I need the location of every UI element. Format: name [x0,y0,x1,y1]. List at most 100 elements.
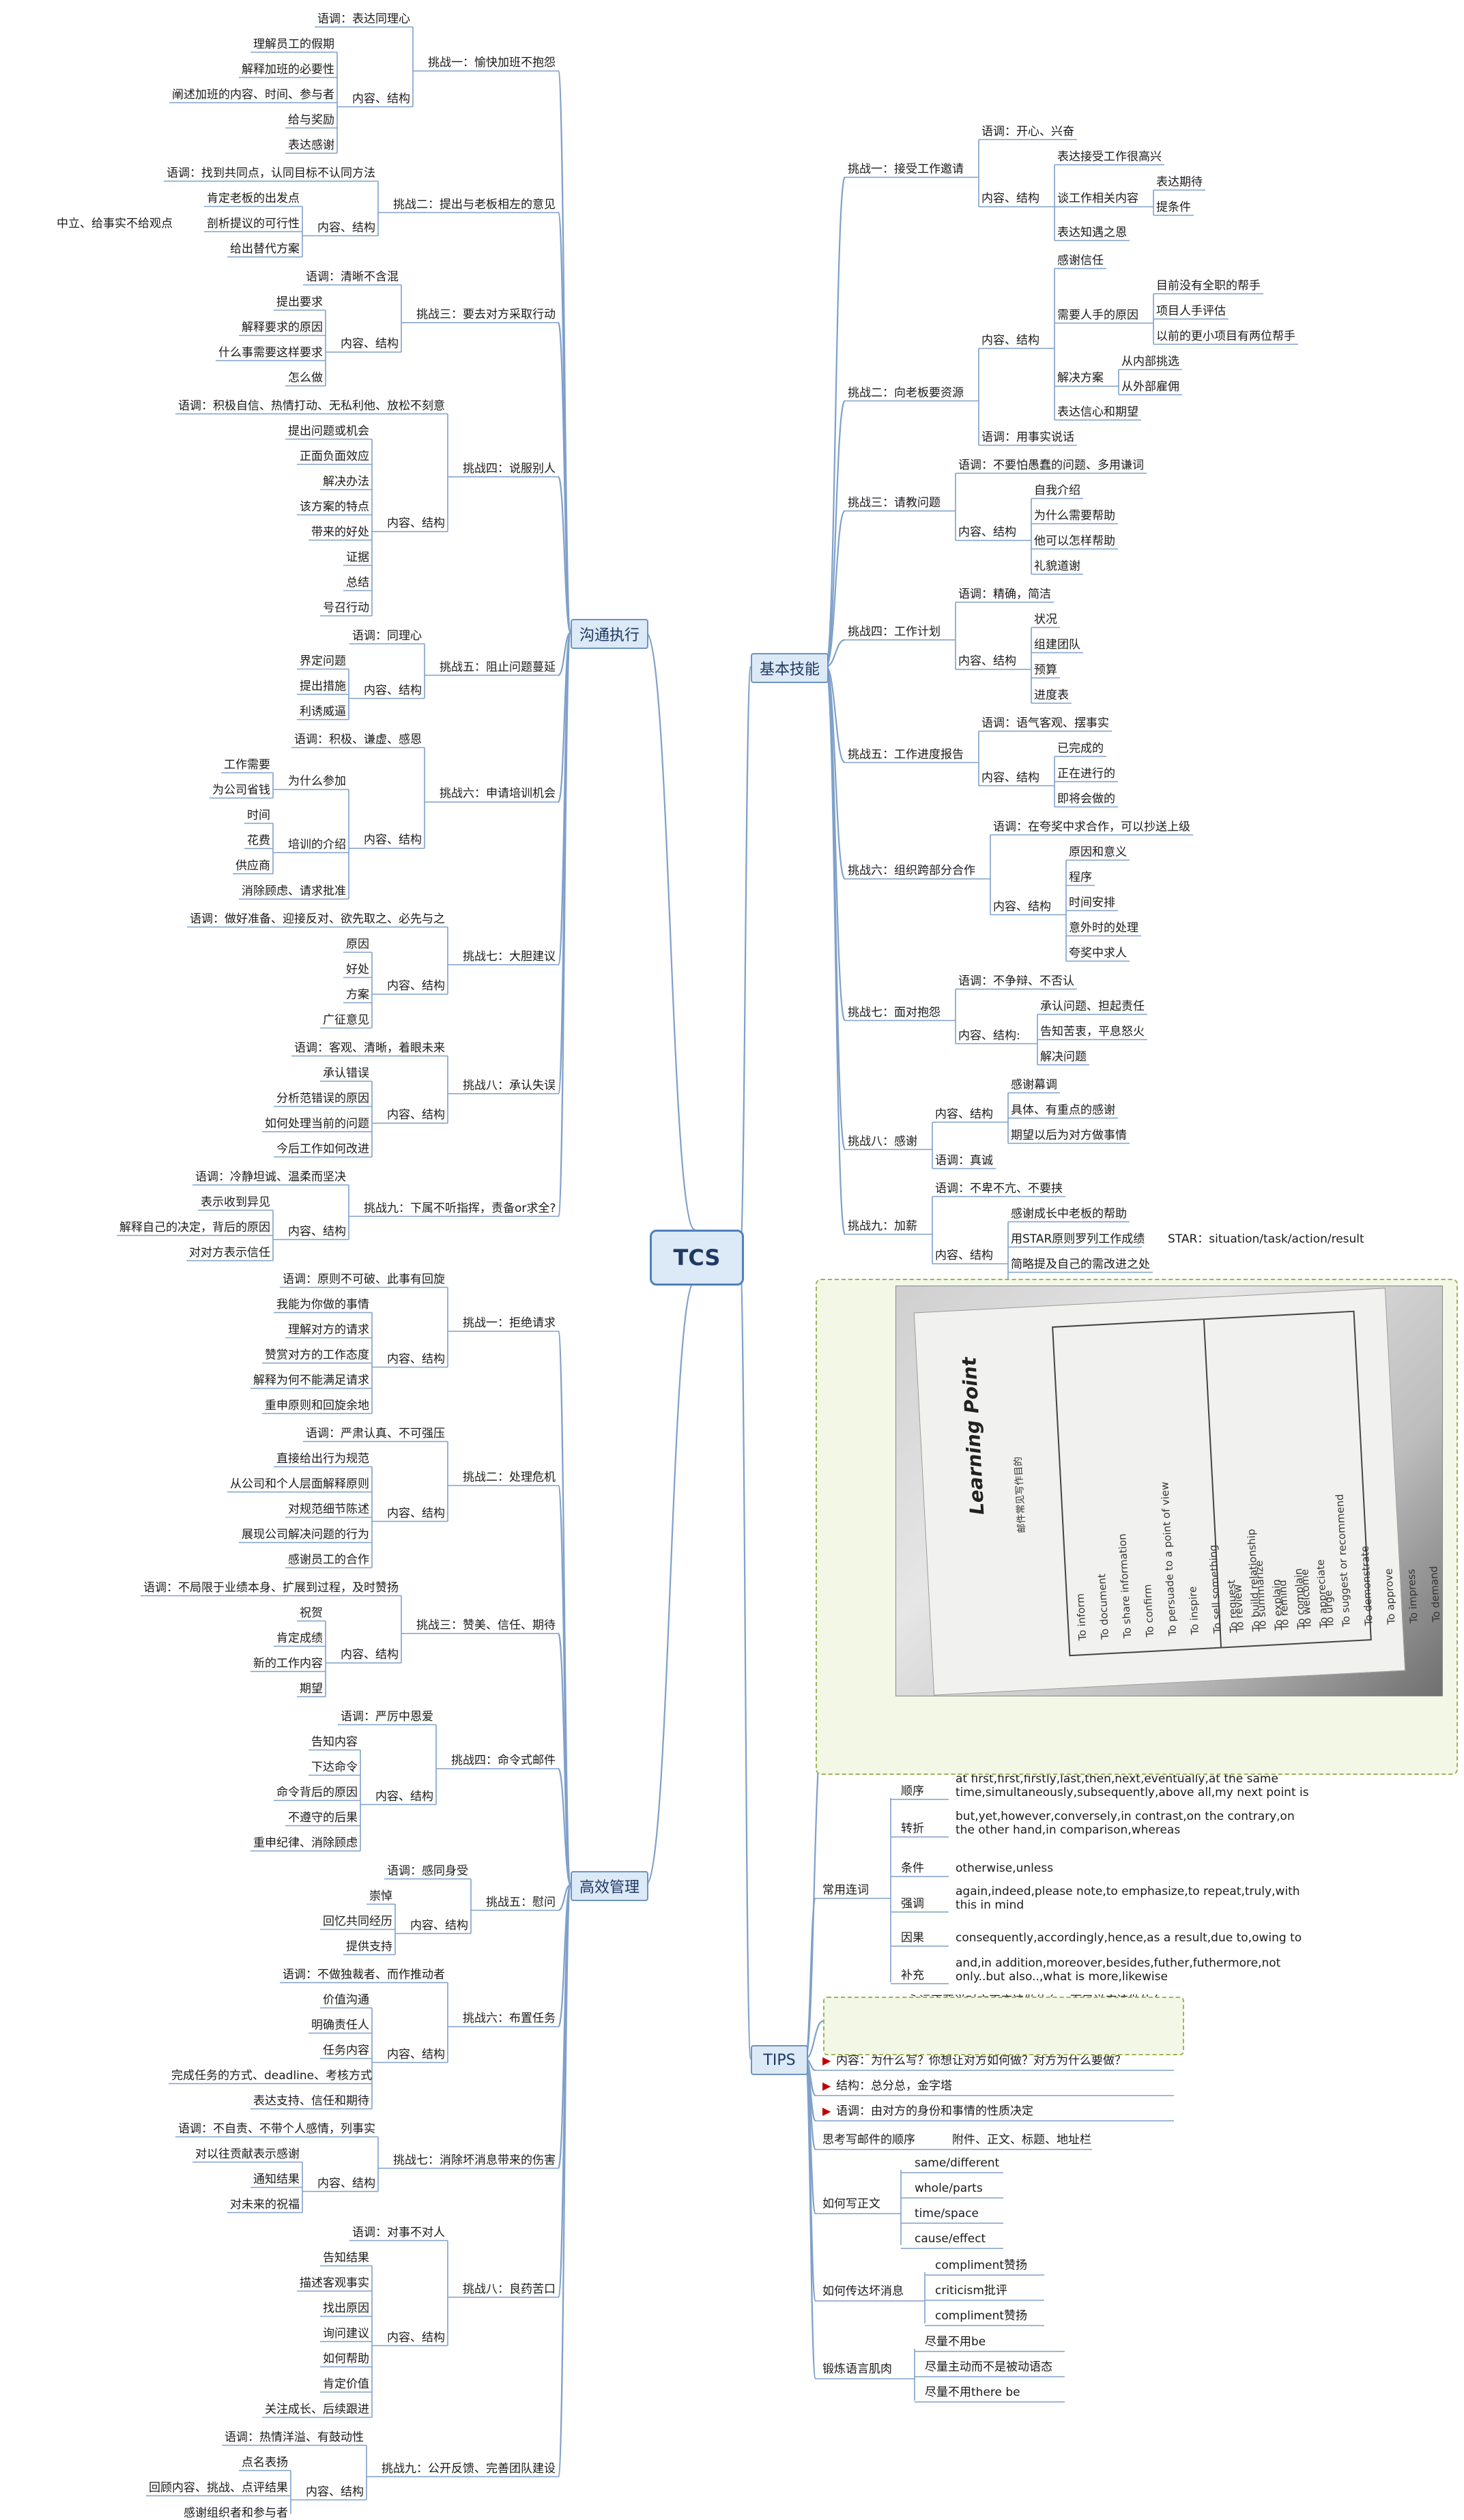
mgmt-challenge-4-2-5[interactable]: 重申纪律、消除顾虑 [253,1836,358,1850]
mgmt-challenge-8-2-5[interactable]: 如何帮助 [323,2351,369,2366]
tips-conn-key-4[interactable]: 强调 [901,1897,924,1911]
branch-communication[interactable]: 沟通执行 [571,619,648,649]
mgmt-challenge-6-2[interactable]: 内容、结构 [387,2047,445,2061]
comm-challenge-8-2-1[interactable]: 承认错误 [323,1066,369,1080]
skill-challenge-9-2-3[interactable]: 简略提及自己的需改进之处 [1011,1257,1150,1271]
skill-challenge-8-1-3[interactable]: 期望以后为对方做事情 [1011,1128,1127,1142]
comm-challenge-4[interactable]: 挑战四：说服别人 [463,461,556,476]
mgmt-challenge-4-2[interactable]: 内容、结构 [375,1789,433,1804]
comm-challenge-4-2-2[interactable]: 正面负面效应 [300,449,369,463]
comm-challenge-4-2-6[interactable]: 证据 [346,550,369,564]
mgmt-challenge-8[interactable]: 挑战八：良药苦口 [463,2282,556,2296]
skill-challenge-2-1-4[interactable]: 表达信心和期望 [1057,405,1138,419]
comm-challenge-1-2-1[interactable]: 理解员工的假期 [253,37,334,51]
mgmt-challenge-6-1[interactable]: 语调：不做独裁者、而作推动者 [283,1967,445,1982]
tips-structure[interactable]: 结构：总分总，金字塔 [836,2079,952,2093]
mgmt-challenge-8-2-7[interactable]: 关注成长、后续跟进 [265,2402,369,2416]
skill-challenge-2-1-2-1[interactable]: 目前没有全职的帮手 [1156,278,1261,293]
tips-conn-key-3[interactable]: 条件 [901,1862,924,1875]
skill-challenge-1-1[interactable]: 语调：开心、兴奋 [981,124,1074,139]
skill-challenge-1-2-2[interactable]: 谈工作相关内容 [1057,192,1138,205]
skill-challenge-3-2-1[interactable]: 自我介绍 [1034,483,1080,497]
skill-challenge-2-1-2[interactable]: 需要人手的原因 [1057,308,1138,322]
comm-challenge-3[interactable]: 挑战三：要去对方采取行动 [416,307,556,321]
mgmt-challenge-1-2-1[interactable]: 我能为你做的事情 [276,1297,369,1312]
comm-challenge-4-2-8[interactable]: 号召行动 [323,600,369,615]
tips-bad-item-2[interactable]: criticism批评 [935,2284,1007,2298]
mgmt-challenge-8-2-2[interactable]: 描述客观事实 [300,2276,369,2290]
skill-challenge-7-2-3[interactable]: 解决问题 [1040,1049,1087,1064]
comm-challenge-8-2-2[interactable]: 分析范错误的原因 [276,1091,369,1105]
mgmt-challenge-8-2-3[interactable]: 找出原因 [323,2301,369,2315]
skill-challenge-2-1-3-1[interactable]: 从内部挑选 [1121,354,1179,368]
comm-challenge-6-1[interactable]: 语调：积极、谦虚、感恩 [294,732,422,747]
skill-challenge-3-2-4[interactable]: 礼貌道谢 [1034,559,1080,573]
tips-paragraph[interactable]: 如何写正文 [822,2197,880,2211]
comm-challenge-7-2[interactable]: 内容、结构 [387,979,445,993]
mgmt-challenge-4-2-4[interactable]: 不遵守的后果 [288,1810,358,1825]
branch-tips[interactable]: TIPS [751,2045,808,2075]
comm-challenge-1-2-3[interactable]: 阐述加班的内容、时间、参与者 [172,87,334,102]
skill-challenge-5-2-3[interactable]: 即将会做的 [1057,792,1115,806]
mgmt-challenge-5-2[interactable]: 内容、结构 [410,1918,468,1932]
comm-challenge-3-2-3[interactable]: 什么事需要这样要求 [218,345,323,360]
mgmt-challenge-6-2-3[interactable]: 任务内容 [323,2043,369,2057]
skill-challenge-6-2-3[interactable]: 时间安排 [1069,895,1115,910]
central-topic[interactable]: TCS [650,1230,744,1286]
skill-challenge-1-2-3[interactable]: 表达知遇之恩 [1057,225,1127,240]
comm-challenge-9-2-3[interactable]: 对对方表示信任 [189,1245,270,1260]
mgmt-challenge-2-2[interactable]: 内容、结构 [387,1506,445,1520]
skill-challenge-6-1[interactable]: 语调：在夸奖中求合作，可以抄送上级 [993,820,1190,834]
comm-challenge-7[interactable]: 挑战七：大胆建议 [463,949,556,964]
tips-conn-value-1[interactable]: at first,first,firstly,last,then,next,ev… [956,1772,1309,1799]
mgmt-challenge-2-2-3[interactable]: 对规范细节陈述 [288,1502,369,1516]
mgmt-challenge-3[interactable]: 挑战三：赞美、信任、期待 [416,1618,556,1632]
tips-conn-value-3[interactable]: otherwise,unless [956,1862,1054,1875]
comm-challenge-2-2-3[interactable]: 给出替代方案 [230,242,300,256]
skill-challenge-8-1[interactable]: 内容、结构 [935,1107,993,1121]
comm-challenge-1-2-5[interactable]: 表达感谢 [288,138,334,152]
mgmt-challenge-3-1[interactable]: 语调：不局限于业绩本身、扩展到过程，及时赞扬 [143,1580,399,1595]
comm-challenge-1-2-4[interactable]: 给与奖励 [288,113,334,127]
comm-challenge-4-1[interactable]: 语调：积极自信、热情打动、无私利他、放松不刻意 [178,399,445,413]
tips-conn-value-2[interactable]: but,yet,however,conversely,in contrast,o… [956,1810,1295,1837]
comm-challenge-6-2-2-3[interactable]: 供应商 [235,858,270,873]
skill-challenge-4[interactable]: 挑战四：工作计划 [848,624,941,639]
comm-challenge-9-2-2[interactable]: 解释自己的决定，背后的原因 [119,1220,270,1234]
mgmt-challenge-4[interactable]: 挑战四：命令式邮件 [451,1754,556,1767]
comm-challenge-7-1[interactable]: 语调：做好准备、迎接反对、欲先取之、必先与之 [190,912,445,926]
comm-challenge-3-2[interactable]: 内容、结构 [341,337,399,351]
skill-challenge-9-2-1[interactable]: 感谢成长中老板的帮助 [1011,1206,1127,1221]
tips-tone[interactable]: 语调：由对方的身份和事情的性质决定 [836,2104,1033,2118]
skill-challenge-2-1-3-2[interactable]: 从外部雇佣 [1121,379,1179,394]
mgmt-challenge-1-2[interactable]: 内容、结构 [387,1352,445,1366]
mgmt-challenge-7-1[interactable]: 语调：不自责、不带个人感情，列事实 [178,2121,375,2136]
tips-connectors[interactable]: 常用连词 [822,1883,869,1897]
mgmt-challenge-7-2-1[interactable]: 对以往贡献表示感谢 [195,2147,300,2161]
skill-challenge-2-1-3[interactable]: 解决方案 [1057,371,1104,385]
comm-challenge-6-2[interactable]: 内容、结构 [364,833,422,848]
mgmt-challenge-7-2-2[interactable]: 通知结果 [253,2172,300,2186]
mgmt-challenge-8-2-4[interactable]: 询问建议 [323,2326,369,2341]
mgmt-challenge-5-2-1[interactable]: 崇悼 [369,1889,392,1903]
tips-muscle-item-1[interactable]: 尽量不用be [925,2335,986,2349]
skill-challenge-9-2-2-note[interactable]: STAR：situation/task/action/result [1168,1232,1364,1246]
mgmt-challenge-2-2-4[interactable]: 展现公司解决问题的行为 [242,1527,369,1541]
comm-challenge-5-1[interactable]: 语调：同理心 [352,628,422,643]
skill-challenge-6-2[interactable]: 内容、结构 [993,899,1051,914]
skill-challenge-9-2-2[interactable]: 用STAR原则罗列工作成绩 [1011,1232,1145,1246]
tips-conn-key-5[interactable]: 因果 [901,1931,924,1945]
comm-challenge-4-2-4[interactable]: 该方案的特点 [300,499,369,514]
skill-challenge-7-2-1[interactable]: 承认问题、担起责任 [1040,999,1145,1013]
comm-challenge-5-2[interactable]: 内容、结构 [364,683,422,697]
mgmt-challenge-8-2-1[interactable]: 告知结果 [323,2250,369,2265]
tips-language-muscle[interactable]: 锻炼语言肌肉 [822,2362,892,2376]
comm-challenge-4-2-7[interactable]: 总结 [346,575,369,590]
mgmt-challenge-5-2-3[interactable]: 提供支持 [346,1939,392,1954]
comm-challenge-4-2-3[interactable]: 解决办法 [323,474,369,489]
comm-challenge-1-1[interactable]: 语调：表达同理心 [317,12,410,26]
skill-challenge-4-2-3[interactable]: 预算 [1034,663,1057,677]
skill-challenge-6-2-2[interactable]: 程序 [1069,870,1092,884]
comm-challenge-1[interactable]: 挑战一：愉快加班不抱怨 [428,56,556,70]
mgmt-challenge-9-2[interactable]: 内容、结构 [306,2485,364,2499]
